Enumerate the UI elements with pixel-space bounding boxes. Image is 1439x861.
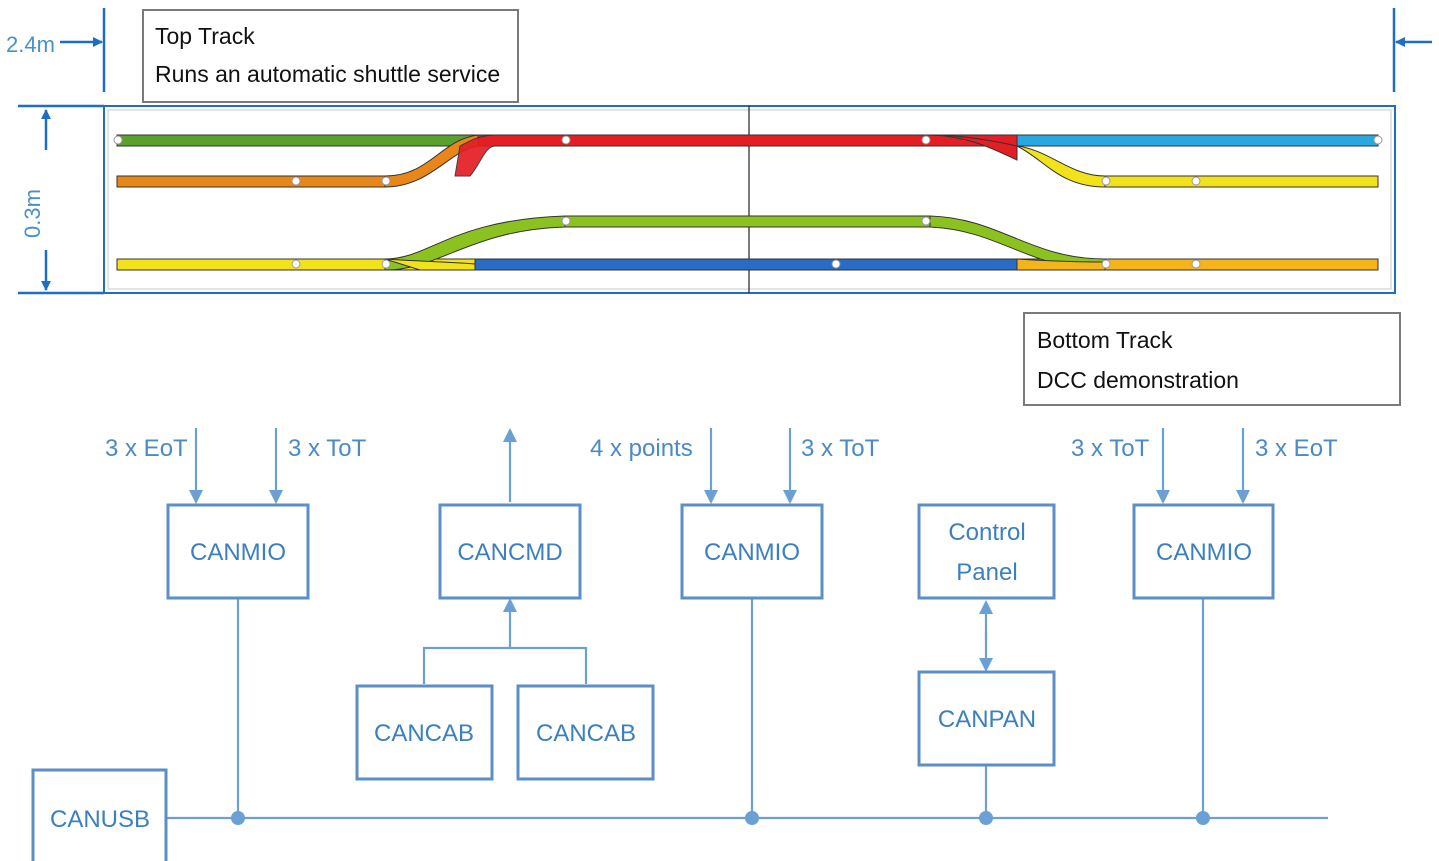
top-track [116,134,1379,188]
cancmd-node: CANCMD [438,503,582,600]
io-label-mio3-right: 3 x EoT [1255,435,1338,462]
bus-junction [1196,811,1210,825]
length-dimension: 2.4m [6,8,1432,92]
bottom-track-note: Bottom Track DCC demonstration [1023,312,1401,406]
can-bus [166,598,1328,825]
bottom-track-subtitle: DCC demonstration [1037,367,1239,393]
cancab-node-1: CANCAB [355,684,494,781]
top-track-title: Top Track [155,23,255,49]
track-plan [103,105,1396,294]
svg-text:CANMIO: CANMIO [704,539,800,566]
svg-text:CANCAB: CANCAB [374,720,474,747]
width-dimension: 0.3m [18,104,104,295]
canpan-node: CANPAN [917,670,1056,767]
io-label-mio2-right: 3 x ToT [801,435,880,462]
length-label: 2.4m [6,32,55,57]
canmio-node-1: CANMIO [166,503,310,600]
svg-text:CANMIO: CANMIO [1156,539,1252,566]
svg-text:CANCMD: CANCMD [457,539,562,566]
cancab-node-2: CANCAB [516,684,655,781]
top-track-subtitle: Runs an automatic shuttle service [155,61,500,87]
track-joint-markers [113,135,1383,269]
io-label-mio3-left: 3 x ToT [1071,435,1150,462]
svg-text:CANCAB: CANCAB [536,720,636,747]
svg-text:CANMIO: CANMIO [190,539,286,566]
svg-text:Control: Control [948,519,1025,546]
bus-junction [231,811,245,825]
bus-junction [979,811,993,825]
svg-text:Panel: Panel [956,559,1017,586]
width-label: 0.3m [20,189,45,238]
control-panel-node: Control Panel [917,503,1056,600]
io-label-mio2-left: 4 x points [590,435,693,462]
bus-junction [745,811,759,825]
svg-text:CANUSB: CANUSB [50,806,150,833]
io-labels: 3 x EoT 3 x ToT 4 x points 3 x ToT 3 x T… [105,435,1338,462]
io-arrows [189,428,1250,684]
canmio-node-2: CANMIO [680,503,824,600]
bottom-track-title: Bottom Track [1037,327,1173,353]
canmio-node-3: CANMIO [1132,503,1275,600]
io-label-mio1-left: 3 x EoT [105,435,188,462]
canusb-node: CANUSB [31,768,168,861]
svg-text:CANPAN: CANPAN [938,706,1036,733]
io-label-mio1-right: 3 x ToT [288,435,367,462]
top-track-note: Top Track Runs an automatic shuttle serv… [142,9,519,103]
